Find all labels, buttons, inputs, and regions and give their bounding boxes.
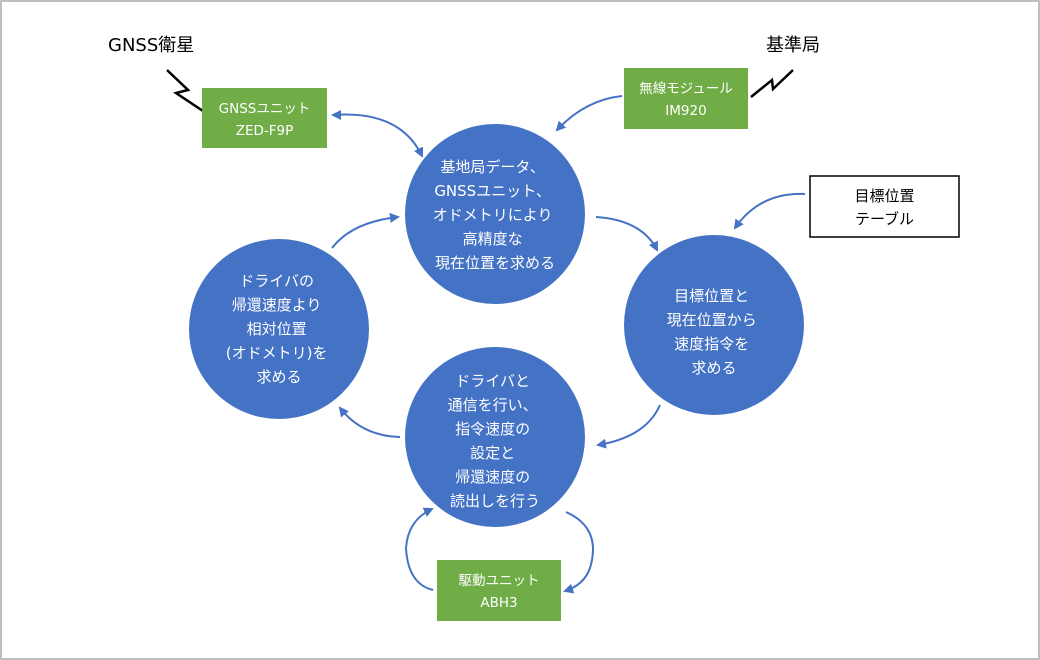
arrow-bottom-to-left bbox=[338, 406, 401, 438]
circle-bottom-line-1: ドライバと bbox=[455, 372, 530, 390]
svg-text:目標位置と 現在位置から 速度指令を: 目標位置と 現在位置から 速度指令を 求める bbox=[667, 287, 762, 377]
circle-top-line-5: 現在位置を求める bbox=[435, 254, 555, 272]
circle-left-line-1: ドライバの bbox=[239, 272, 314, 290]
circle-bottom-line-3: 指令速度の bbox=[455, 420, 530, 438]
circle-top-line-2: GNSSユニット、 bbox=[434, 182, 551, 200]
circle-right-line-3: 速度指令を bbox=[674, 335, 749, 353]
radio-module-name: 無線モジュール bbox=[639, 81, 733, 97]
circle-position-estimation: 基地局データ、 GNSSユニット、 オドメトリにより 高精度な 現在位置を求める bbox=[405, 124, 585, 304]
target-table-box: 目標位置 テーブル bbox=[809, 175, 960, 238]
svg-text:基地局データ、 GNSSユニット、: 基地局データ、 GNSSユニット、 オドメトリにより 高精度な 現在位置を求める bbox=[433, 158, 557, 272]
circle-right-line-2: 現在位置から bbox=[667, 311, 757, 329]
circle-left-line-2: 帰還速度より bbox=[232, 296, 322, 314]
arrow-radio-to-circle bbox=[555, 95, 623, 132]
circle-bottom-line-2: 通信を行い、 bbox=[448, 396, 538, 414]
radio-module-model: IM920 bbox=[665, 103, 706, 119]
circle-right-line-4: 求める bbox=[691, 359, 736, 377]
arrow-drive-to-bottom bbox=[404, 507, 434, 591]
arrow-table-to-circle bbox=[733, 192, 806, 230]
arrowhead-gnss-side bbox=[331, 110, 341, 120]
circle-top-line-3: オドメトリにより bbox=[433, 206, 553, 224]
target-table-line2: テーブル bbox=[855, 210, 914, 228]
circle-bottom-line-6: 読出しを行う bbox=[450, 492, 540, 510]
svg-text:ドライバの 帰還速度より 相対位置: ドライバの 帰還速度より 相対位置 (オドメトリ)を 求める bbox=[226, 272, 333, 386]
arrow-top-to-right bbox=[595, 216, 658, 252]
drive-unit-model: ABH3 bbox=[480, 595, 517, 611]
arrow-gnss-to-circle bbox=[332, 113, 424, 158]
arrow-bottom-to-drive bbox=[563, 511, 594, 594]
gnss-unit-model: ZED-F9P bbox=[236, 123, 294, 139]
base-station-label: 基準局 bbox=[766, 35, 820, 56]
gnss-unit-name: GNSSユニット bbox=[219, 101, 311, 117]
gnss-signal-icon bbox=[166, 69, 207, 115]
arrow-right-to-bottom bbox=[596, 404, 661, 449]
circle-left-line-4: (オドメトリ)を bbox=[226, 344, 328, 362]
base-station-signal-icon bbox=[750, 69, 794, 98]
gnss-unit-box: GNSSユニット ZED-F9P bbox=[202, 88, 327, 148]
circle-left-line-3: 相対位置 bbox=[247, 320, 307, 338]
circle-top-line-1: 基地局データ、 bbox=[440, 158, 545, 176]
circle-top-line-4: 高精度な bbox=[463, 230, 523, 248]
circle-left-line-5: 求める bbox=[256, 368, 301, 386]
circle-bottom-line-4: 設定と bbox=[470, 444, 515, 462]
circle-bottom-line-5: 帰還速度の bbox=[455, 468, 530, 486]
arrow-left-to-top bbox=[331, 212, 400, 249]
target-table-line1: 目標位置 bbox=[854, 187, 914, 205]
circle-right-line-1: 目標位置と bbox=[674, 287, 749, 305]
circle-odometry: ドライバの 帰還速度より 相対位置 (オドメトリ)を 求める bbox=[189, 239, 369, 419]
svg-text:ドライバと 通信を行い、 指令速度の: ドライバと 通信を行い、 指令速度の 設定と 帰還速度の 読出しを行う bbox=[448, 372, 543, 510]
gnss-satellite-label: GNSS衛星 bbox=[108, 35, 194, 56]
radio-module-box: 無線モジュール IM920 bbox=[624, 68, 748, 129]
circle-speed-command: 目標位置と 現在位置から 速度指令を 求める bbox=[624, 235, 804, 415]
drive-unit-name: 駆動ユニット bbox=[459, 573, 540, 589]
circle-driver-communication: ドライバと 通信を行い、 指令速度の 設定と 帰還速度の 読出しを行う bbox=[405, 347, 585, 527]
drive-unit-box: 駆動ユニット ABH3 bbox=[437, 560, 561, 621]
